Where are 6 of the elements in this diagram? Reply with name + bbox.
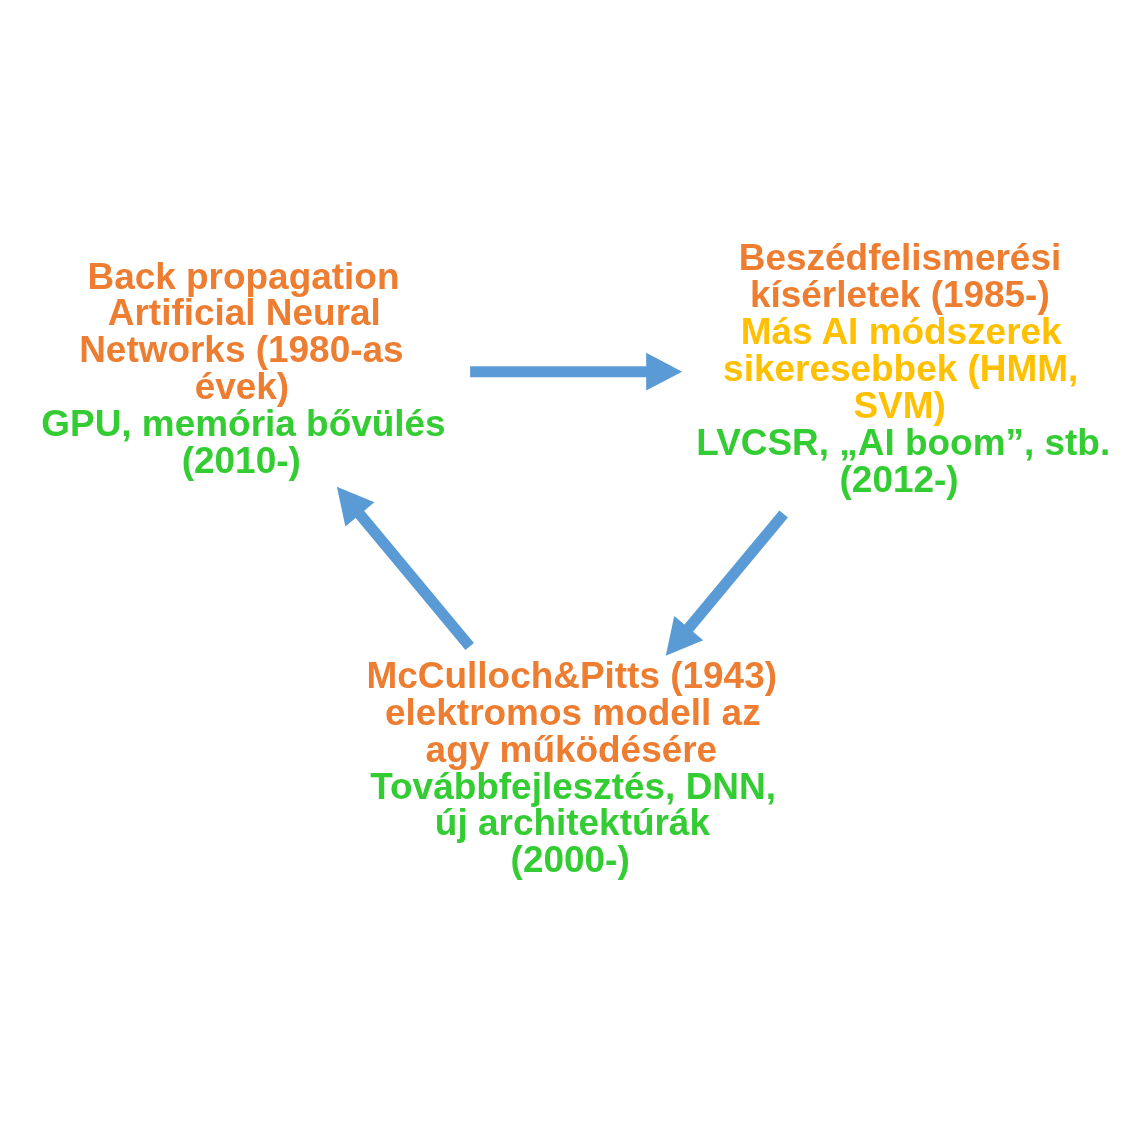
arrow — [470, 352, 683, 391]
node-text: Back propagation Artificial Neural Networks (1980-as évek) GPU, memória bővülés (2010-) — [41, 255, 446, 481]
arrow — [665, 510, 788, 656]
node-text: Beszédfelismerési kísérletek (1985-) Más AI módszerek sikeresebbek (HMM, SVM) LVCSR, „AI boom”, stb. (2012-) — [696, 236, 1111, 500]
node-text: McCulloch&Pitts (1943) elektromos modell az agy működésére Továbbfejlesztés, DNN, új architektúrák (2000-) — [366, 654, 778, 880]
arrow — [336, 486, 474, 650]
